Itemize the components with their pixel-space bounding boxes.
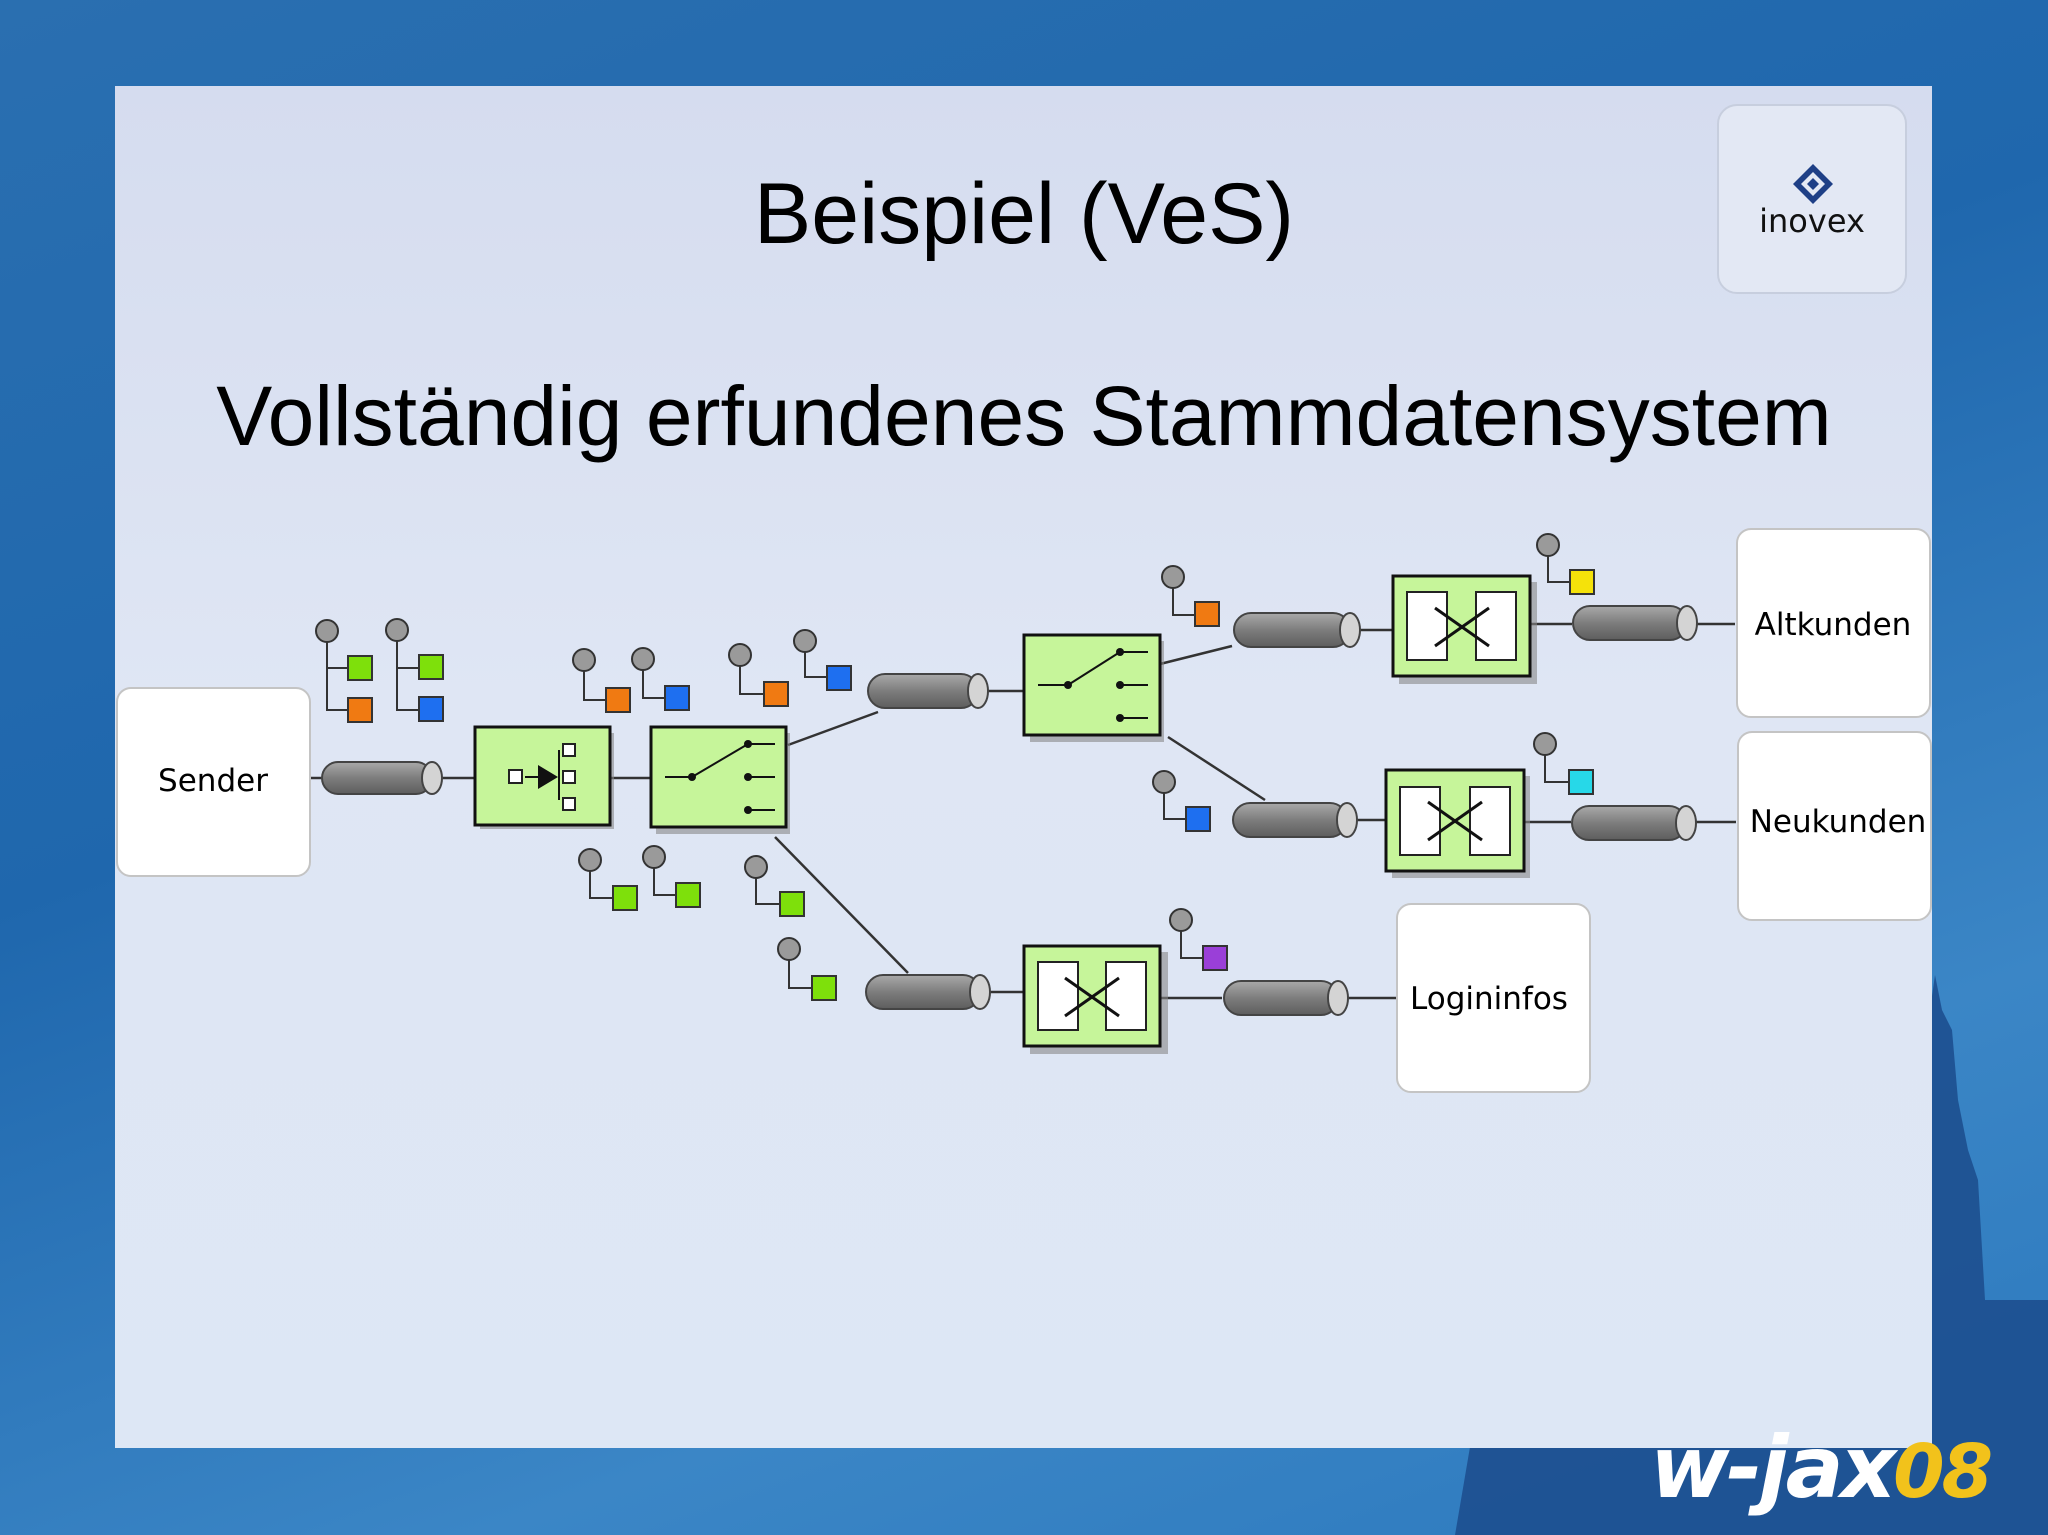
translator-component — [1384, 768, 1530, 878]
channel-pipe — [321, 761, 443, 795]
channel-pipe — [1232, 802, 1358, 838]
connector-lines — [310, 622, 1736, 1000]
channel-pipe — [1572, 605, 1698, 641]
message-icon — [728, 643, 789, 707]
channel-pipe — [1233, 612, 1361, 648]
splitter-component — [473, 725, 614, 829]
slide-subtitle: Vollständig erfundenes Stammdatensystem — [216, 369, 1832, 463]
message-icon — [315, 619, 373, 723]
altkunden-endpoint: Altkunden — [1736, 528, 1931, 718]
slide-title: Beispiel (VeS) — [753, 166, 1295, 262]
translator-component — [1391, 574, 1537, 684]
wjax-year: 08 — [1893, 1429, 1993, 1515]
wjax-event: w-jax — [1650, 1418, 1896, 1518]
channel-pipe — [865, 974, 991, 1010]
sender-endpoint: Sender — [116, 687, 311, 877]
wjax-logo: w-jax08 — [1650, 1418, 1993, 1518]
message-icon — [1536, 533, 1595, 595]
inovex-diamond-icon — [1793, 164, 1833, 204]
message-icon — [578, 848, 638, 911]
channel-pipe — [867, 673, 989, 709]
logo-text: inovex — [1759, 202, 1865, 240]
message-icon — [744, 855, 805, 917]
message-icon — [1169, 908, 1228, 971]
message-icon — [1533, 732, 1594, 795]
translator-component — [1022, 944, 1168, 1054]
logininfos-endpoint: Logininfos — [1396, 903, 1591, 1093]
router-component — [649, 725, 790, 834]
channel-pipes — [321, 605, 1698, 1016]
altkunden-label: Altkunden — [1755, 607, 1912, 643]
channel-pipe — [1223, 980, 1349, 1016]
neukunden-endpoint: Neukunden — [1737, 731, 1932, 921]
message-icon — [1161, 565, 1220, 627]
message-icon — [777, 937, 837, 1001]
message-icon — [631, 647, 690, 711]
neukunden-label: Neukunden — [1750, 804, 1927, 840]
company-logo: inovex — [1717, 104, 1907, 294]
message-icons — [315, 533, 1595, 1001]
router-component — [1022, 633, 1164, 742]
message-icon — [793, 629, 852, 691]
sender-label: Sender — [158, 763, 268, 799]
message-icon — [572, 648, 631, 713]
message-icon — [1152, 770, 1211, 832]
channel-pipe — [1571, 805, 1697, 841]
message-icon — [385, 618, 444, 722]
message-icon — [642, 845, 701, 908]
logininfos-label: Logininfos — [1410, 981, 1568, 1017]
